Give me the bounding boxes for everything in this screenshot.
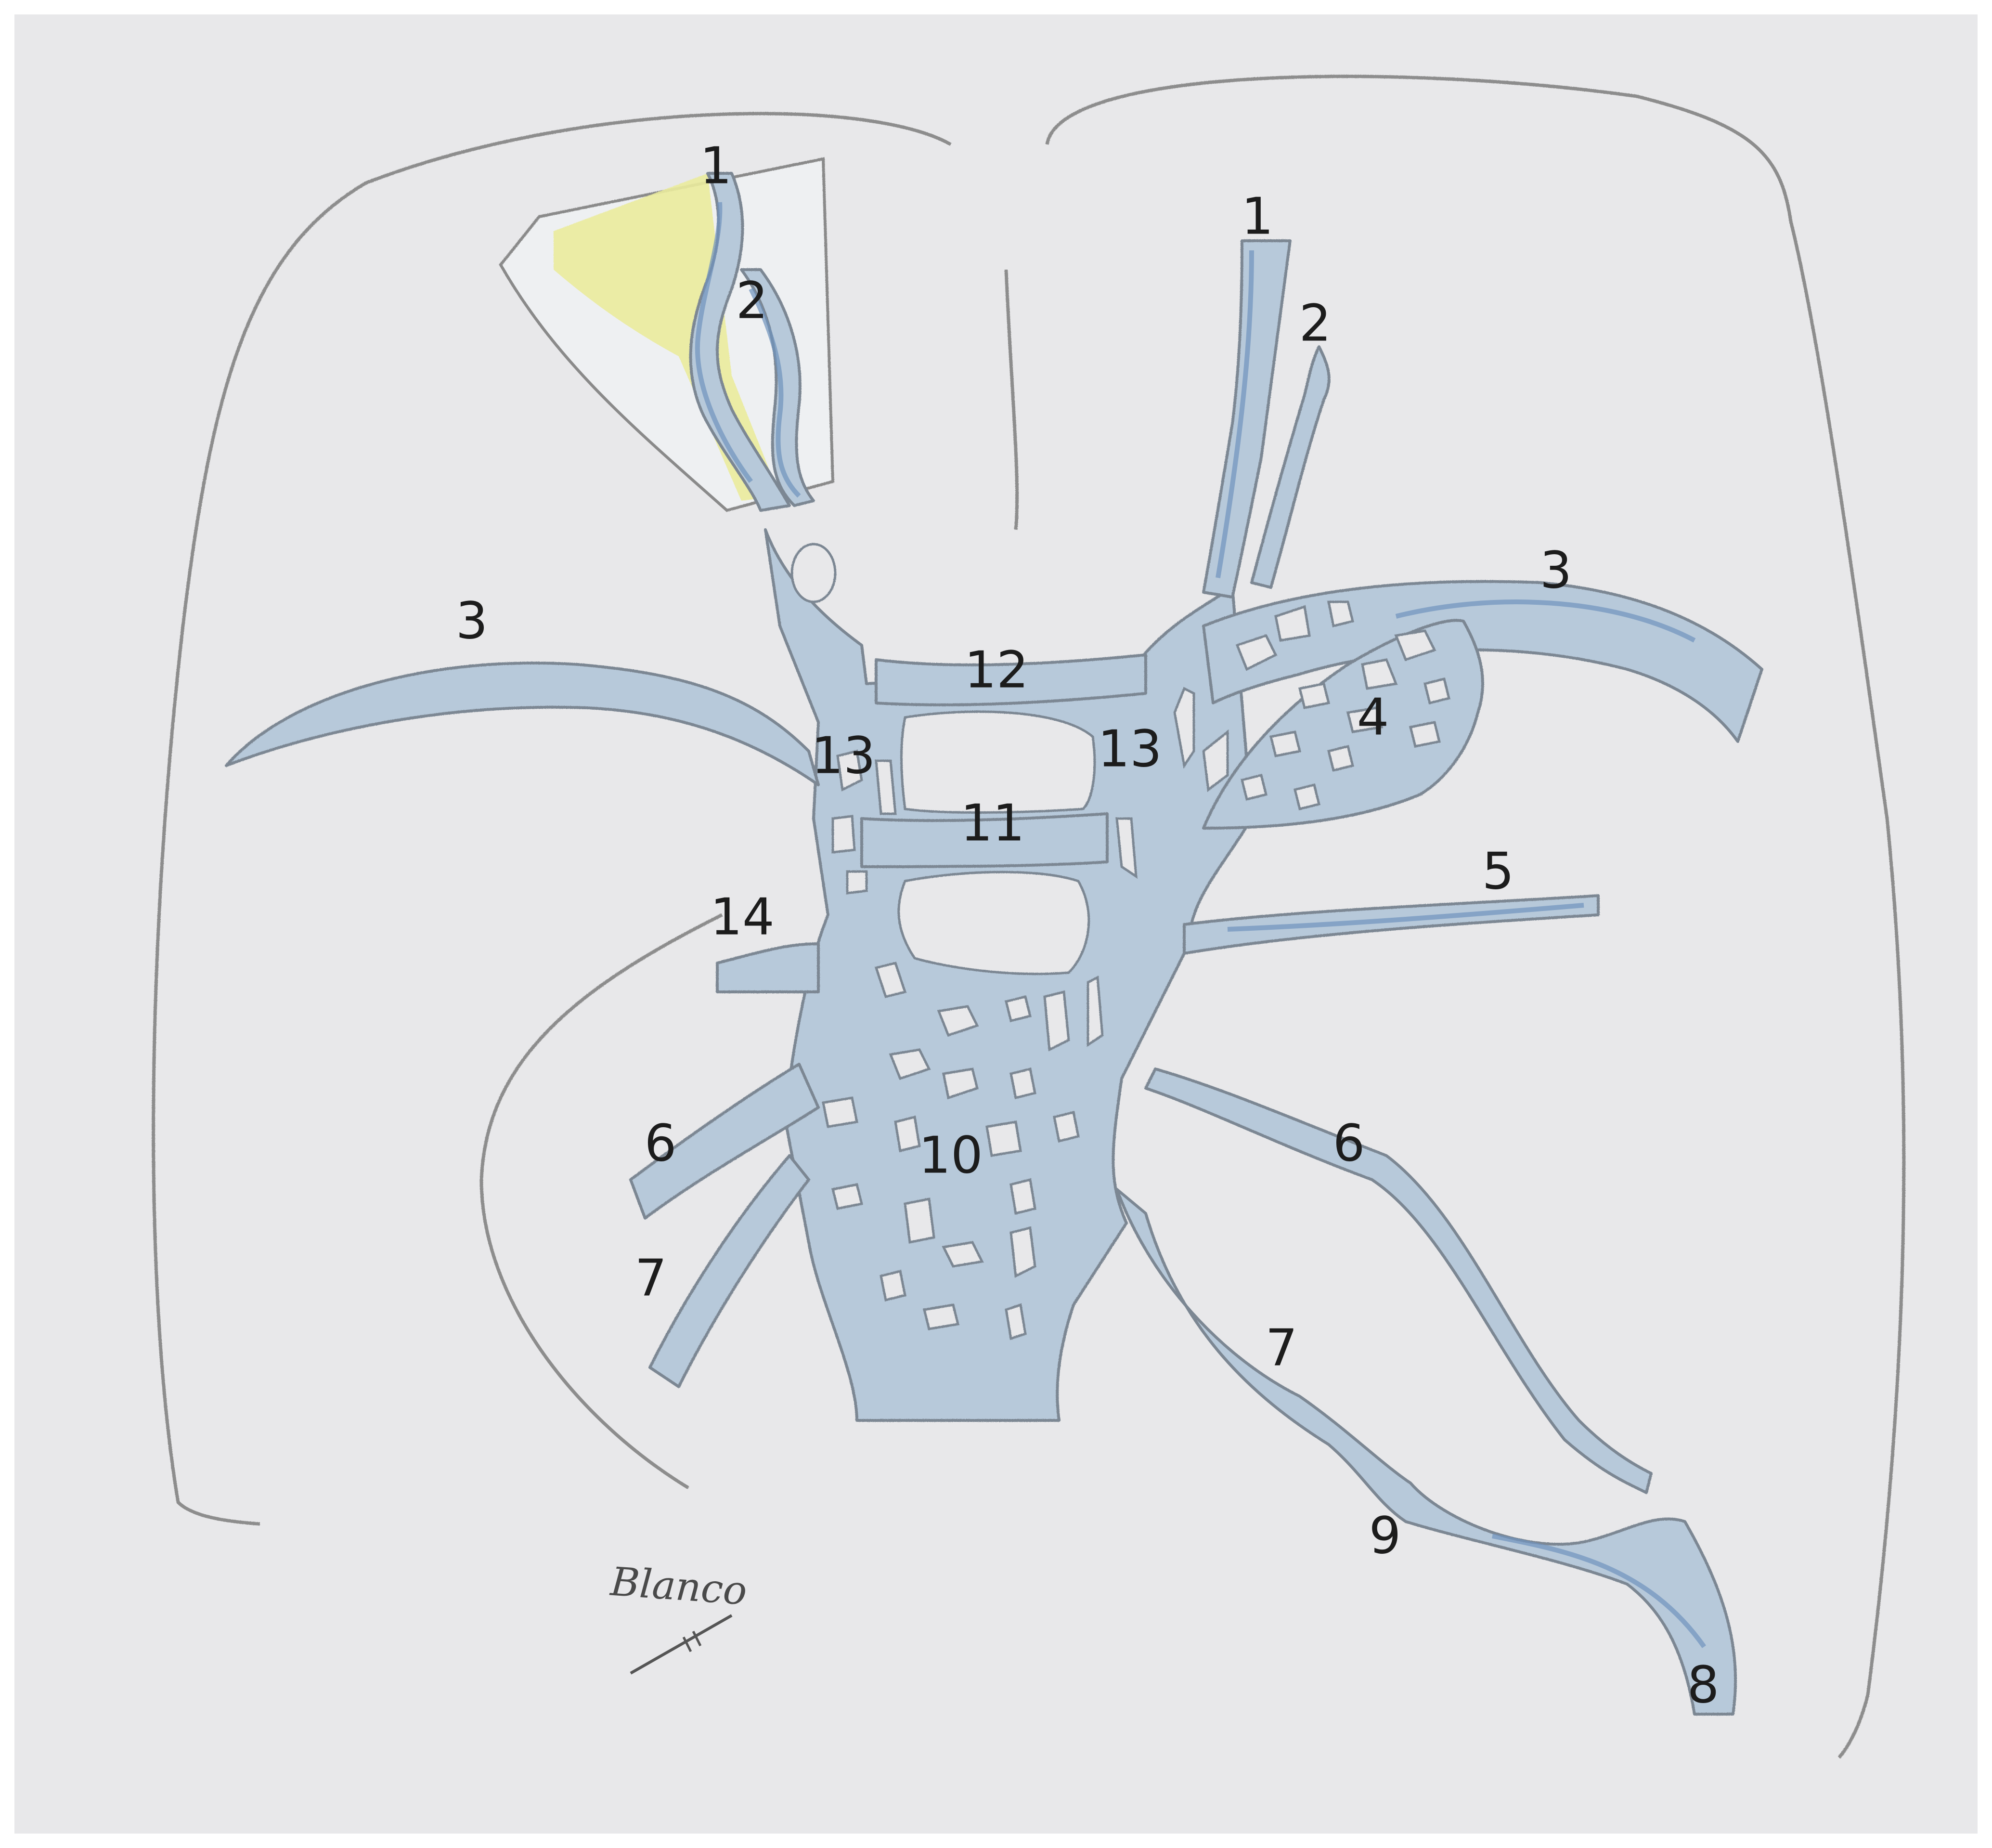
label-left-3: 3 [456,596,488,647]
label-left-13: 13 [811,731,876,781]
right-trunk-6 [1146,1069,1651,1493]
label-right-6: 6 [1333,1119,1365,1169]
label-11: 11 [960,798,1025,849]
label-right-1: 1 [1242,192,1274,242]
label-left-1: 1 [700,141,732,192]
left-inner-arc [481,915,722,1488]
hole-left-ring [792,544,835,602]
label-4: 4 [1357,692,1389,743]
label-5: 5 [1482,846,1514,897]
label-right-7: 7 [1266,1323,1298,1374]
right-trunk-5 [1184,896,1598,953]
label-14: 14 [710,892,775,943]
label-right-2: 2 [1299,299,1332,349]
label-left-2: 2 [736,276,768,326]
label-right-3: 3 [1540,546,1572,596]
label-left-7: 7 [635,1253,667,1304]
artist-signature: Blanco [609,1559,748,1614]
label-10: 10 [918,1131,983,1181]
right-trunk-7-9-8 [1117,1189,1735,1714]
label-9: 9 [1369,1511,1401,1562]
hole-lower-central [899,872,1089,974]
label-left-6: 6 [645,1119,677,1169]
label-12: 12 [964,645,1029,696]
label-right-13: 13 [1098,724,1162,775]
mediastinum-line [1006,270,1017,530]
left-trunk-14 [717,944,818,992]
label-8: 8 [1687,1660,1720,1711]
left-trunk-3 [226,663,818,785]
